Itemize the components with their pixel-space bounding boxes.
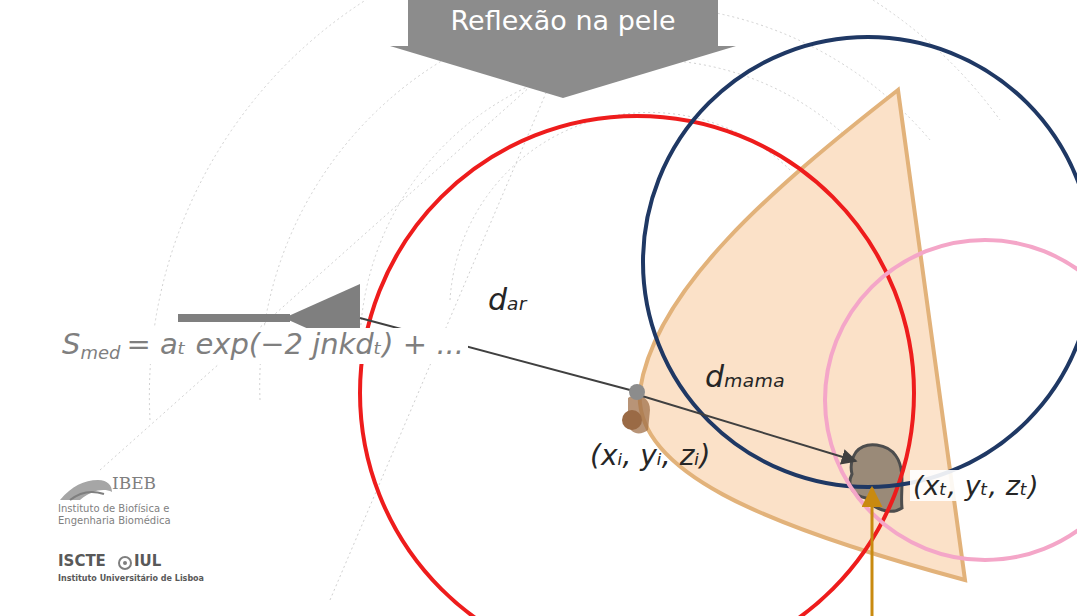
blue-range-circle bbox=[643, 37, 1077, 487]
iscte-logo bbox=[119, 557, 131, 569]
logo-caption: Instituto de Biofísica e Engenharia Biom… bbox=[58, 503, 176, 526]
logo-name: ISCTE bbox=[58, 553, 106, 570]
red-range-circle bbox=[360, 116, 914, 616]
pointer-arrow bbox=[871, 488, 874, 616]
tumor bbox=[850, 445, 902, 512]
formula-text: S bbox=[62, 327, 80, 361]
pink-range-circle bbox=[825, 240, 1077, 560]
distance-label: dₐᵣ bbox=[488, 283, 527, 318]
title-arrow bbox=[390, 0, 736, 98]
formula-text: = aₜ exp(−2 jnkdₜ) + ... bbox=[126, 327, 464, 361]
logo-name: IBEB bbox=[112, 474, 156, 494]
logo-name: IUL bbox=[134, 553, 161, 570]
skin-spot bbox=[622, 410, 642, 430]
slide-title: Reflexão na pele bbox=[408, 5, 718, 36]
logo-caption: Instituto Universitário de Lisboa bbox=[58, 574, 204, 583]
coordinate-label: (xᵢ, yᵢ, zᵢ) bbox=[590, 440, 710, 472]
signal-formula: Smed = aₜ exp(−2 jnkdₜ) + ... bbox=[58, 328, 468, 364]
distance-label: dₘₐₘₐ bbox=[702, 360, 788, 395]
coordinate-label: (xₜ, yₜ, zₜ) bbox=[910, 470, 1041, 501]
ibeb-logo bbox=[60, 480, 112, 500]
skin-point bbox=[629, 384, 645, 400]
formula-subscript: med bbox=[80, 342, 120, 363]
breast-outline bbox=[640, 90, 965, 580]
background-arcs bbox=[100, 0, 1000, 600]
